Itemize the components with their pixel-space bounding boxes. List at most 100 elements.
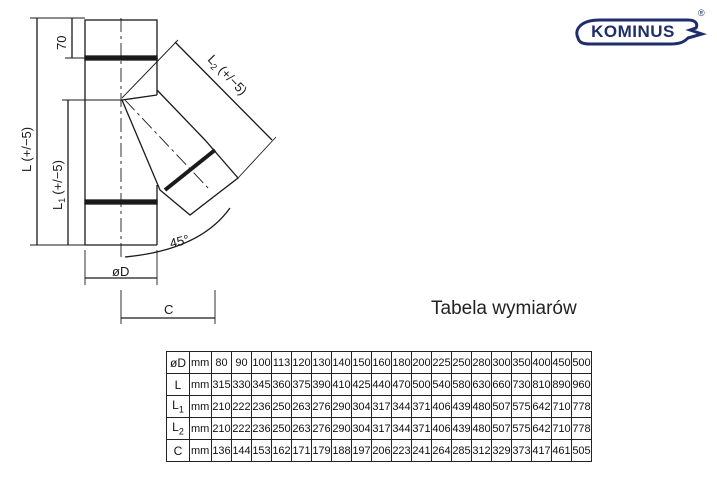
table-cell: 180: [391, 351, 412, 374]
table-cell: 507: [491, 395, 512, 418]
table-cell: 344: [391, 417, 412, 440]
table-cell: 300: [491, 351, 512, 374]
table-cell: 315: [211, 373, 232, 396]
table-cell: 350: [511, 351, 532, 374]
table-cell: 317: [371, 417, 392, 440]
table-cell: 480: [471, 417, 492, 440]
table-cell: 222: [231, 417, 252, 440]
table-cell: 390: [311, 373, 332, 396]
table-cell: 507: [491, 417, 512, 440]
table-cell: 375: [291, 373, 312, 396]
table-cell: 223: [391, 439, 412, 462]
row-param: C: [166, 439, 190, 462]
table-cell: 450: [551, 351, 572, 374]
table-cell: 960: [571, 373, 592, 396]
table-cell: 80: [211, 351, 232, 374]
table-cell: 250: [271, 417, 292, 440]
table-cell: 425: [351, 373, 372, 396]
table-cell: 236: [251, 395, 272, 418]
table-cell: 890: [551, 373, 572, 396]
table-cell: 120: [291, 351, 312, 374]
table-cell: 461: [551, 439, 572, 462]
table-cell: 710: [551, 395, 572, 418]
table-cell: 130: [311, 351, 332, 374]
table-cell: 304: [351, 417, 372, 440]
table-cell: 371: [411, 417, 432, 440]
table-cell: 160: [371, 351, 392, 374]
dim-arc-45: [124, 207, 231, 258]
row-unit: mm: [189, 373, 212, 396]
table-cell: 317: [371, 395, 392, 418]
table-cell: 90: [231, 351, 252, 374]
table-cell: 136: [211, 439, 232, 462]
row-param: øD: [166, 351, 190, 374]
table-cell: 312: [471, 439, 492, 462]
dim-L2-label: L2(+/−5): [203, 52, 250, 100]
table-cell: 250: [271, 395, 292, 418]
table-cell: 660: [491, 373, 512, 396]
table-cell: 153: [251, 439, 272, 462]
table-cell: 179: [311, 439, 332, 462]
table-cell: 630: [471, 373, 492, 396]
table-cell: 241: [411, 439, 432, 462]
table-cell: 778: [571, 395, 592, 418]
table-cell: 197: [351, 439, 372, 462]
branch-centerline: [124, 99, 211, 191]
table-cell: 250: [451, 351, 472, 374]
table-cell: 417: [531, 439, 552, 462]
registered-mark: ®: [698, 8, 705, 18]
table-cell: 406: [431, 395, 452, 418]
row-unit: mm: [189, 395, 212, 418]
table-cell: 329: [491, 439, 512, 462]
table-cell: 642: [531, 417, 552, 440]
table-cell: 480: [471, 395, 492, 418]
table-cell: 360: [271, 373, 292, 396]
logo-shape: [575, 18, 708, 46]
table-cell: 150: [351, 351, 372, 374]
table-cell: 406: [431, 417, 452, 440]
dim-C-label: C: [164, 302, 173, 317]
table-cell: 778: [571, 417, 592, 440]
table-cell: 290: [331, 395, 352, 418]
branch-pipe: [121, 89, 239, 216]
table-cell: 100: [251, 351, 272, 374]
table-cell: 642: [531, 395, 552, 418]
table-cell: 344: [391, 395, 412, 418]
table-cell: 264: [431, 439, 452, 462]
table-cell: 276: [311, 417, 332, 440]
kominus-logo: KOMINUS ®: [570, 8, 710, 54]
row-param: L2: [166, 417, 190, 440]
table-cell: 113: [271, 351, 292, 374]
table-cell: 162: [271, 439, 292, 462]
row-param: L: [166, 373, 190, 396]
table-cell: 439: [451, 417, 472, 440]
table-cell: 400: [531, 351, 552, 374]
table-cell: 200: [411, 351, 432, 374]
table-cell: 222: [231, 395, 252, 418]
table-cell: 410: [331, 373, 352, 396]
table-cell: 580: [451, 373, 472, 396]
table-cell: 500: [411, 373, 432, 396]
table-cell: 500: [571, 351, 592, 374]
table-cell: 373: [511, 439, 532, 462]
dim-L1-label: L1(+/−5): [50, 160, 67, 210]
table-cell: 171: [291, 439, 312, 462]
dim-L-label: L (+/−5): [19, 127, 34, 172]
row-unit: mm: [189, 439, 212, 462]
table-cell: 280: [471, 351, 492, 374]
table-cell: 140: [331, 351, 352, 374]
table-cell: 505: [571, 439, 592, 462]
table-cell: 440: [371, 373, 392, 396]
dim-70-label: 70: [54, 36, 69, 50]
table-cell: 730: [511, 373, 532, 396]
row-unit: mm: [189, 351, 212, 374]
table-cell: 470: [391, 373, 412, 396]
table-cell: 206: [371, 439, 392, 462]
table-cell: 263: [291, 395, 312, 418]
row-unit: mm: [189, 417, 212, 440]
